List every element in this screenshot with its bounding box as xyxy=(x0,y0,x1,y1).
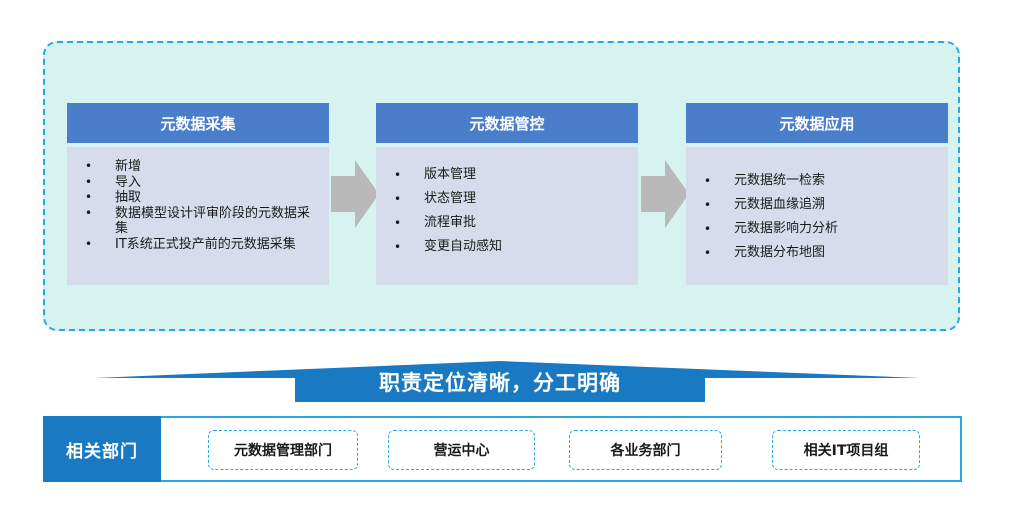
department-box: 相关IT项目组 xyxy=(772,430,920,470)
column-title: 元数据应用 xyxy=(686,103,948,143)
column-title: 元数据管控 xyxy=(376,103,638,143)
column-application: 元数据应用 元数据统一检索 元数据血缘追溯 元数据影响力分析 元数据分布地图 xyxy=(686,103,948,285)
column-body: 版本管理 状态管理 流程审批 变更自动感知 xyxy=(376,147,638,285)
department-label: 相关部门 xyxy=(43,416,161,482)
department-box: 各业务部门 xyxy=(569,430,722,470)
item-list: 版本管理 状态管理 流程审批 变更自动感知 xyxy=(394,163,626,259)
list-item: 元数据分布地图 xyxy=(704,241,936,265)
list-item: 变更自动感知 xyxy=(394,235,626,259)
list-item: 导入 xyxy=(85,175,317,191)
item-list: 新增 导入 抽取 数据模型设计评审阶段的元数据采集 IT系统正式投产前的元数据采… xyxy=(85,159,317,253)
item-list: 元数据统一检索 元数据血缘追溯 元数据影响力分析 元数据分布地图 xyxy=(704,169,936,265)
list-item: IT系统正式投产前的元数据采集 xyxy=(85,237,317,253)
column-control: 元数据管控 版本管理 状态管理 流程审批 变更自动感知 xyxy=(376,103,638,285)
column-collection: 元数据采集 新增 导入 抽取 数据模型设计评审阶段的元数据采集 IT系统正式投产… xyxy=(67,103,329,285)
list-item: 元数据血缘追溯 xyxy=(704,193,936,217)
list-item: 元数据影响力分析 xyxy=(704,217,936,241)
list-item: 版本管理 xyxy=(394,163,626,187)
department-box: 营运中心 xyxy=(388,430,535,470)
column-body: 元数据统一检索 元数据血缘追溯 元数据影响力分析 元数据分布地图 xyxy=(686,147,948,285)
list-item: 抽取 xyxy=(85,190,317,206)
column-body: 新增 导入 抽取 数据模型设计评审阶段的元数据采集 IT系统正式投产前的元数据采… xyxy=(67,147,329,285)
list-item: 状态管理 xyxy=(394,187,626,211)
department-box: 元数据管理部门 xyxy=(208,430,358,470)
list-item: 流程审批 xyxy=(394,211,626,235)
list-item: 元数据统一检索 xyxy=(704,169,936,193)
list-item: 新增 xyxy=(85,159,317,175)
right-arrow-icon xyxy=(331,160,379,228)
right-arrow-icon xyxy=(641,160,689,228)
list-item: 数据模型设计评审阶段的元数据采集 xyxy=(85,206,317,237)
banner-title: 职责定位清晰，分工明确 xyxy=(379,371,621,395)
column-title: 元数据采集 xyxy=(67,103,329,143)
